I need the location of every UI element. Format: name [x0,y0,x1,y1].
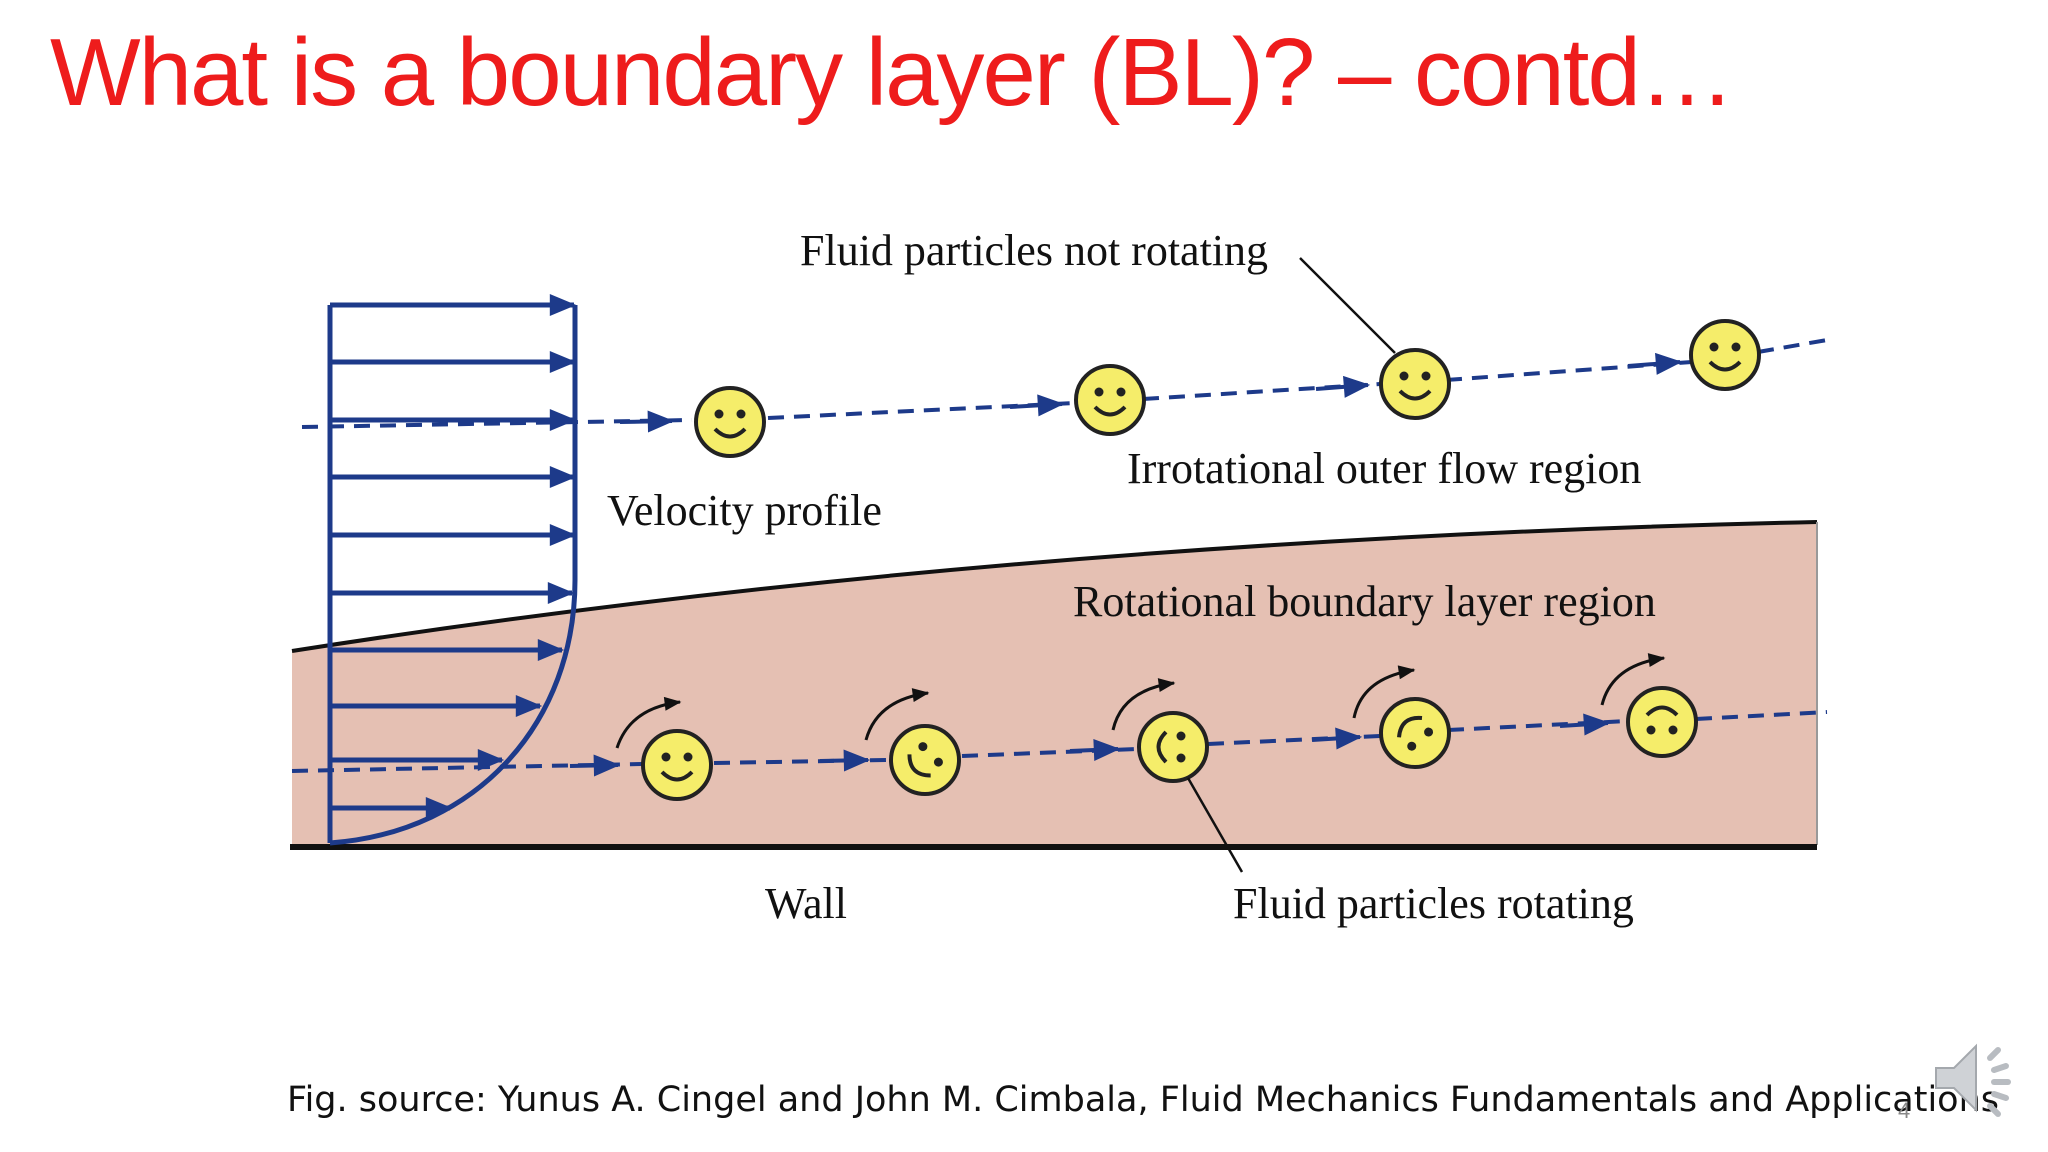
flow-arrow [819,749,871,772]
particle-rotating [1379,697,1451,769]
figure-source-caption: Fig. source: Yunus A. Cingel and John M.… [287,1080,2000,1120]
streamline-segment [1757,338,1828,354]
upper-streamline [301,338,1828,429]
label-particles-not-rotating: Fluid particles not rotating [800,226,1268,275]
label-particles-rotating: Fluid particles rotating [1233,879,1634,928]
label-rotational-region: Rotational boundary layer region [1073,577,1656,626]
label-wall: Wall [765,879,847,928]
label-velocity-profile: Velocity profile [607,486,882,535]
particle-not-rotating [694,386,766,458]
flow-arrow [1009,394,1065,417]
particle-rotating [1626,686,1698,758]
particle-rotating [641,729,713,801]
streamline-segment [1445,360,1693,382]
rotation-arrow [864,688,930,741]
particle-not-rotating [1074,364,1146,436]
velocity-profile [327,294,578,846]
flow-arrow [1311,727,1363,750]
leader-line-rotating [1186,777,1244,873]
flow-arrow [569,754,621,777]
profile-curve [329,305,578,846]
slide-title: What is a boundary layer (BL)? – contd… [50,19,1735,126]
particle-not-rotating [1689,319,1761,391]
streamline-segment [961,747,1139,758]
rotation-arrows [615,653,1666,749]
streamline-segment [1447,719,1629,732]
particle-not-rotating [1379,348,1451,420]
flow-arrow [619,410,675,433]
speaker-icon[interactable] [1930,1028,2030,1128]
slide-number: 4 [1898,1098,1911,1123]
label-irrotational-region: Irrotational outer flow region [1127,444,1641,493]
flow-arrow [1627,352,1683,375]
upper-flow-arrows [619,352,1683,433]
flow-arrow [1559,713,1611,736]
lower-flow-arrows [569,713,1611,777]
boundary-layer-edge [291,520,1818,653]
rotation-arrow [1352,665,1416,719]
leader-line-not-rotating [1299,257,1396,354]
streamline-segment [1695,710,1828,721]
rotation-arrow [1111,678,1176,731]
particle-rotating [1137,711,1209,783]
boundary-layer-region [292,522,1817,845]
particle-rotating [889,724,961,796]
flow-arrow [1315,375,1371,398]
rotation-arrow [615,696,682,749]
rotation-arrow [1600,653,1666,706]
flow-arrow [1069,739,1121,761]
